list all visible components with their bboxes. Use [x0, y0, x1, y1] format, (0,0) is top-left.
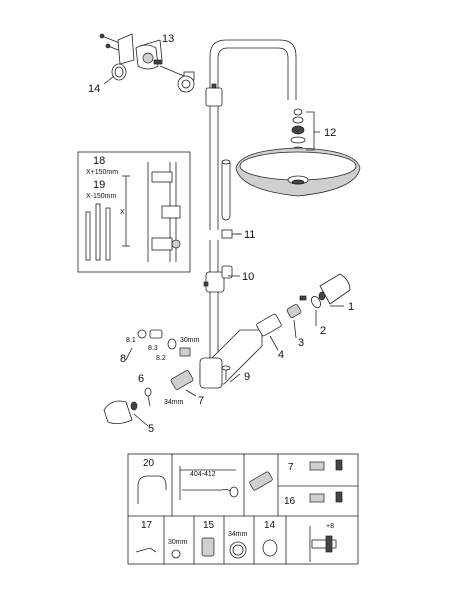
callout-1: 1 — [348, 301, 354, 313]
callout-4: 4 — [278, 349, 284, 361]
leader-lines — [103, 39, 344, 427]
callout-10: 10 — [242, 271, 254, 283]
callout-labels: 13 14 12 11 10 1 2 3 4 9 7 6 5 8 8.1 8.3… — [88, 33, 354, 435]
hand-shower — [203, 159, 242, 293]
callout-8-1: 8.1 — [126, 337, 136, 344]
callout-3: 3 — [298, 337, 304, 349]
thermostat-mixer — [103, 273, 351, 424]
inset-19-dim: X-150mm — [86, 193, 117, 200]
height-inset: 18 X+150mm 19 X-150mm X — [77, 151, 191, 273]
table-30mm: 30mm — [168, 539, 188, 546]
inset-x-label: X — [120, 209, 125, 216]
dim-30mm: 30mm — [180, 337, 200, 344]
callout-8: 8 — [120, 353, 126, 365]
wall-bracket-assembly — [99, 33, 195, 93]
inset-18-dim: X+150mm — [86, 169, 118, 176]
callout-6: 6 — [138, 373, 144, 385]
table-17: 17 — [141, 520, 153, 531]
callout-5: 5 — [148, 423, 154, 435]
callout-12: 12 — [324, 127, 336, 139]
shower-riser — [205, 39, 306, 360]
table-15: 15 — [203, 520, 215, 531]
inset-18: 18 — [93, 155, 105, 167]
callout-8-2: 8.2 — [156, 355, 166, 362]
dim-34mm: 34mm — [164, 399, 184, 406]
table-34mm: 34mm — [228, 531, 248, 538]
table-16: 16 — [284, 496, 296, 507]
table-14: 14 — [264, 520, 276, 531]
inset-19: 19 — [93, 179, 105, 191]
table-range: 404-412 — [190, 471, 216, 478]
callout-8-3: 8.3 — [148, 345, 158, 352]
table-20: 20 — [143, 458, 155, 469]
callout-13: 13 — [162, 33, 174, 45]
accessory-table: 20 404-412 7 16 17 30mm 15 34mm 14 +8 — [127, 453, 359, 565]
head-shower — [235, 147, 361, 197]
callout-2: 2 — [320, 325, 326, 337]
callout-9: 9 — [244, 371, 250, 383]
table-plus8: +8 — [326, 523, 334, 530]
callout-14: 14 — [88, 83, 100, 95]
callout-7: 7 — [198, 395, 204, 407]
table-7: 7 — [288, 462, 294, 473]
callout-11: 11 — [244, 229, 255, 241]
